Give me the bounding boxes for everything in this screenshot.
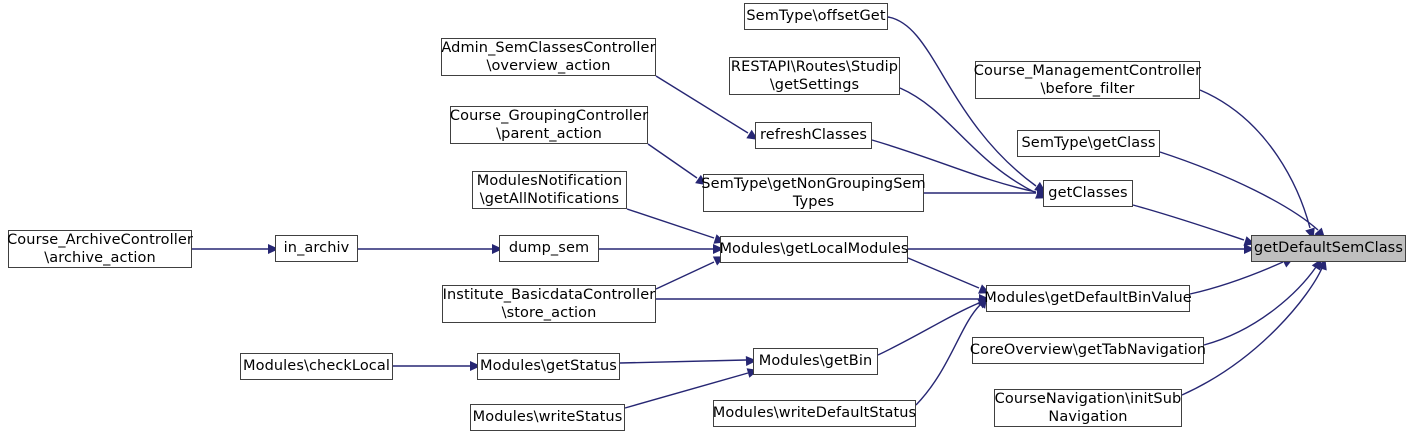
edge-n3-to-n13 xyxy=(647,143,698,179)
edge-n22-to-n23 xyxy=(1181,267,1323,396)
edge-n19-to-n23 xyxy=(1132,204,1245,241)
graph-node-n17[interactable]: Course_ManagementController \before_filt… xyxy=(973,61,1202,99)
edge-n16-to-n20 xyxy=(915,304,981,406)
edge-n18-to-n23 xyxy=(1159,151,1319,231)
graph-node-n8[interactable]: Modules\getStatus xyxy=(477,353,620,380)
graph-node-n10[interactable]: SemType\offsetGet xyxy=(744,3,888,30)
edge-n17-to-n23 xyxy=(1199,89,1311,229)
edge-n12-to-n19 xyxy=(871,139,1037,193)
graph-node-n16[interactable]: Modules\writeDefaultStatus xyxy=(713,400,916,427)
graph-node-n9[interactable]: Modules\writeStatus xyxy=(470,404,625,431)
edge-n11-to-n19 xyxy=(899,87,1037,194)
edge-n21-to-n23 xyxy=(1203,266,1317,346)
arrowhead xyxy=(492,244,503,254)
graph-node-n18[interactable]: SemType\getClass xyxy=(1017,130,1160,157)
graph-node-n15[interactable]: Modules\getBin xyxy=(753,348,878,375)
arrowhead xyxy=(713,244,724,254)
arrowhead xyxy=(268,244,279,254)
graph-node-n13[interactable]: SemType\getNonGroupingSem Types xyxy=(701,174,926,212)
graph-node-n4[interactable]: ModulesNotification \getAllNotifications xyxy=(472,171,627,209)
graph-node-n6[interactable]: Institute_BasicdataController \store_act… xyxy=(442,285,656,323)
arrowhead xyxy=(745,356,757,366)
graph-node-n12[interactable]: refreshClasses xyxy=(755,122,872,149)
edge-n6-to-n14 xyxy=(655,261,715,290)
edge-n2-to-n12 xyxy=(655,75,749,134)
graph-node-n23[interactable]: getDefaultSemClass xyxy=(1251,235,1406,262)
arrowhead xyxy=(470,361,481,371)
graph-node-n14[interactable]: Modules\getLocalModules xyxy=(719,236,908,263)
graph-node-n20[interactable]: Modules\getDefaultBinValue xyxy=(984,285,1192,312)
arrowhead xyxy=(1037,188,1048,198)
graph-node-n0[interactable]: Course_ArchiveController \archive_action xyxy=(7,230,193,268)
graph-node-n1[interactable]: in_archiv xyxy=(275,235,358,262)
arrowhead xyxy=(1244,244,1255,254)
graph-node-n11[interactable]: RESTAPI\Routes\Studip \getSettings xyxy=(729,57,900,95)
arrowhead xyxy=(976,296,988,309)
graph-node-n19[interactable]: getClasses xyxy=(1043,180,1133,207)
edge-n9-to-n15 xyxy=(624,372,749,409)
edge-n10-to-n19 xyxy=(887,16,1037,187)
graph-node-n21[interactable]: CoreOverview\getTabNavigation xyxy=(970,337,1206,364)
graph-node-n22[interactable]: CourseNavigation\initSub Navigation xyxy=(994,389,1182,427)
edge-n15-to-n20 xyxy=(877,302,980,356)
graph-node-n7[interactable]: Modules\checkLocal xyxy=(240,353,393,380)
edge-n20-to-n23 xyxy=(1189,261,1284,295)
edge-n14-to-n20 xyxy=(907,257,980,289)
graph-node-n5[interactable]: dump_sem xyxy=(499,235,599,262)
graph-node-n3[interactable]: Course_GroupingController \parent_action xyxy=(449,106,649,144)
edge-n8-to-n15 xyxy=(619,359,747,364)
graph-node-n2[interactable]: Admin_SemClassesController \overview_act… xyxy=(441,38,656,76)
edge-n4-to-n14 xyxy=(626,208,715,239)
